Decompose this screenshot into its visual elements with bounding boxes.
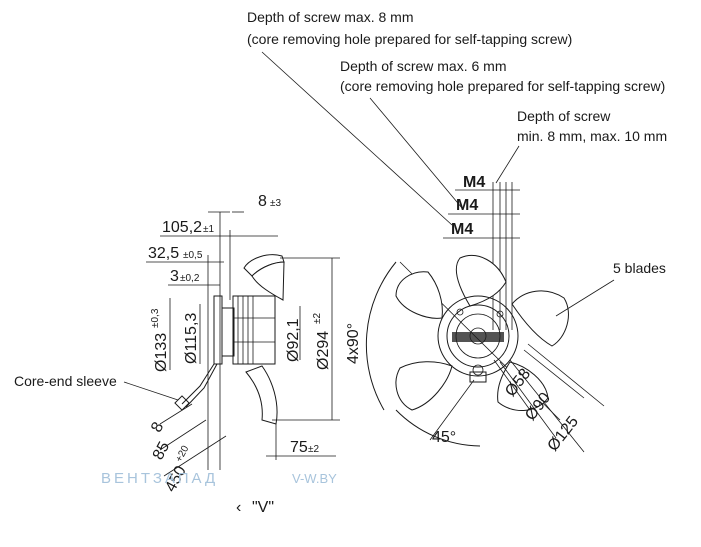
leader-screw-6mm bbox=[369, 97, 463, 209]
cable bbox=[181, 363, 215, 405]
front-view: 45° Ø58 Ø90 Ø125 bbox=[365, 255, 605, 455]
hub-outer bbox=[437, 295, 519, 377]
view-label: "V" bbox=[252, 499, 274, 516]
note-screw-6mm-line2: (core removing hole prepared for self-ta… bbox=[340, 78, 665, 94]
dim-3: 3 bbox=[170, 268, 179, 285]
outer-arc bbox=[365, 261, 397, 411]
leader-screw-8mm bbox=[261, 51, 453, 226]
note-screw-10mm-line2: min. 8 mm, max. 10 mm bbox=[517, 128, 667, 144]
dim-8-tol: ±3 bbox=[270, 198, 281, 209]
dim-cable-8: 8 bbox=[148, 419, 167, 435]
note-screw-10mm: Depth of screw min. 8 mm, max. 10 mm bbox=[517, 108, 667, 144]
motor-flange bbox=[221, 307, 235, 357]
dim-8: 8 bbox=[258, 193, 267, 210]
mounting-plate bbox=[213, 295, 223, 365]
dim-d115-3: Ø115,3 bbox=[183, 313, 200, 364]
note-screw-6mm: Depth of screw max. 6 mm (core removing … bbox=[340, 58, 665, 94]
svg-text:Ø294: Ø294 bbox=[315, 331, 332, 370]
dim-75: 75 bbox=[290, 439, 308, 456]
blade-4 bbox=[395, 361, 453, 411]
hub-inner bbox=[446, 304, 510, 368]
dim-cable-85: 85 bbox=[150, 439, 173, 463]
blade-3 bbox=[497, 361, 549, 411]
cable-outlet bbox=[469, 371, 487, 383]
note-screw-8mm-line2: (core removing hole prepared for self-ta… bbox=[247, 31, 572, 47]
hub-terminal bbox=[452, 332, 504, 342]
blade-5 bbox=[395, 271, 443, 319]
screw-hole-2 bbox=[496, 310, 504, 318]
note-screw-8mm: Depth of screw max. 8 mm (core removing … bbox=[247, 9, 572, 47]
thread-m4-top: M4 bbox=[463, 174, 485, 191]
watermark-right: V-W.BY bbox=[292, 471, 337, 486]
dim-d133: Ø133 ±0,3 bbox=[150, 308, 170, 372]
dim-32-5: 32,5 bbox=[148, 245, 179, 262]
dim-4x90: 4x90° bbox=[345, 323, 362, 364]
svg-text:Ø125: Ø125 bbox=[544, 413, 582, 454]
svg-text:4x90°: 4x90° bbox=[345, 323, 362, 364]
svg-text:Ø133: Ø133 bbox=[153, 333, 170, 372]
dim-75-tol: ±2 bbox=[308, 444, 319, 455]
thread-m4-middle: M4 bbox=[456, 197, 478, 214]
thread-underlines bbox=[443, 182, 520, 330]
dim-32-5-tol: ±0,5 bbox=[183, 250, 203, 261]
dim-105-2-tol: ±1 bbox=[203, 224, 214, 235]
core-end-sleeve bbox=[174, 395, 190, 411]
note-screw-8mm-line1: Depth of screw max. 8 mm bbox=[247, 9, 414, 25]
side-view: 8 85 450 +20 8 ±3 105,2 ±1 32,5 ±0,5 3 ±… bbox=[146, 193, 362, 495]
side-blade-lower bbox=[245, 365, 278, 425]
label-5-blades: 5 blades bbox=[613, 260, 666, 276]
watermark-left: ВЕНТЗАПАД bbox=[101, 470, 218, 487]
note-screw-6mm-line1: Depth of screw max. 6 mm bbox=[340, 58, 507, 74]
leader-screw-10mm bbox=[495, 145, 520, 184]
note-screw-10mm-line1: Depth of screw bbox=[517, 108, 611, 124]
svg-text:±2: ±2 bbox=[312, 313, 323, 324]
svg-text:±0,3: ±0,3 bbox=[150, 308, 161, 328]
blade-1 bbox=[455, 255, 507, 307]
svg-text:+20: +20 bbox=[174, 444, 192, 465]
dim-105-2: 105,2 bbox=[162, 219, 202, 236]
screw-hole-1 bbox=[456, 308, 464, 316]
label-core-end-sleeve: Core-end sleeve bbox=[14, 373, 117, 389]
svg-text:Ø115,3: Ø115,3 bbox=[183, 313, 200, 364]
blade-2 bbox=[511, 290, 569, 347]
dim-d125: Ø125 bbox=[544, 413, 582, 454]
angle-arc bbox=[395, 409, 481, 447]
angle-45: 45° bbox=[432, 429, 456, 446]
view-arrow-icon: ‹ bbox=[236, 499, 241, 516]
dim-d294: Ø294 ±2 bbox=[312, 313, 332, 370]
screw-hole-3 bbox=[472, 364, 484, 376]
dim-3-tol: ±0,2 bbox=[180, 273, 200, 284]
svg-text:Ø92,1: Ø92,1 bbox=[285, 318, 302, 362]
dim-d92-1: Ø92,1 bbox=[285, 318, 302, 362]
thread-m4-bottom: M4 bbox=[451, 221, 473, 238]
motor-rotor bbox=[232, 295, 276, 365]
side-blade-upper bbox=[251, 261, 285, 301]
